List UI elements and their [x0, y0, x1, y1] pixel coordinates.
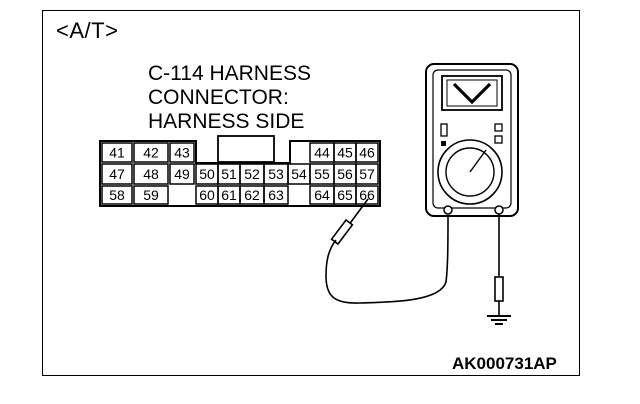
- pin-row-1: 41 42 43 44 45 46: [101, 142, 379, 163]
- pin-label-51: 51: [221, 166, 237, 182]
- multimeter-display: [441, 75, 503, 111]
- pin-label-61: 61: [221, 187, 237, 203]
- pin-label-54: 54: [291, 166, 307, 182]
- pin-label-53: 53: [268, 166, 284, 182]
- connector-title-line-2: CONNECTOR:: [148, 86, 289, 109]
- pin-cell-63: [263, 185, 289, 205]
- pin-label-55: 55: [314, 166, 330, 182]
- pin-label-49: 49: [174, 166, 190, 182]
- pin-label-65: 65: [337, 187, 353, 203]
- voltage-v-icon: [452, 82, 492, 105]
- meter-jack-negative: [443, 205, 453, 215]
- pin-label-41: 41: [109, 145, 125, 161]
- pin-cell-43: [169, 142, 195, 163]
- connector-outline: [99, 140, 381, 207]
- pin-label-60: 60: [199, 187, 215, 203]
- pin-cell-41: [101, 142, 133, 163]
- connector-title-line-3: HARNESS SIDE: [148, 110, 305, 133]
- pin-label-48: 48: [143, 166, 159, 182]
- pin-label-63: 63: [268, 187, 284, 203]
- connector-title-line-1: C-114 HARNESS: [148, 62, 311, 85]
- pin-label-59: 59: [143, 187, 159, 203]
- pin-label-43: 43: [174, 145, 190, 161]
- pin-cell-57: [355, 163, 379, 185]
- pin-label-58: 58: [109, 187, 125, 203]
- pin-cell-48: [133, 163, 169, 185]
- pin-label-52: 52: [244, 166, 260, 182]
- pin-label-64: 64: [314, 187, 330, 203]
- pin-cell-46: [355, 142, 379, 163]
- pin-label-42: 42: [143, 145, 159, 161]
- pin-label-62: 62: [244, 187, 260, 203]
- meter-button-right-bottom: [494, 135, 503, 144]
- pin-label-45: 45: [337, 145, 353, 161]
- meter-dial: [437, 139, 503, 205]
- figure-code: AK000731AP: [452, 354, 557, 373]
- positive-probe: [325, 198, 449, 304]
- pin-label-46: 46: [359, 145, 375, 161]
- pin-cell-49: [169, 163, 195, 185]
- pin-row-2: 47 48 49 50 51 52 53 54 55 56 57: [101, 163, 379, 185]
- meter-jack-positive: [494, 205, 504, 215]
- pin-cell-47: [101, 163, 133, 185]
- mode-label: <A/T>: [56, 18, 119, 43]
- pin-label-47: 47: [109, 166, 125, 182]
- pin-cell-59: [133, 185, 169, 205]
- negative-lead: [494, 214, 504, 316]
- diagram-frame: [42, 10, 580, 376]
- pin-cell-58: [101, 185, 133, 205]
- pin-label-66: 66: [359, 187, 375, 203]
- pin-label-44: 44: [314, 145, 330, 161]
- pin-row-3: 58 59 60 61 62 63 64 65 66: [101, 185, 379, 205]
- meter-button-left: [440, 123, 448, 137]
- ground-icon: [487, 315, 511, 325]
- pin-label-50: 50: [199, 166, 215, 182]
- pin-cell-66: [355, 185, 379, 205]
- pin-label-56: 56: [337, 166, 353, 182]
- connector-lock-tab: [217, 135, 275, 163]
- pin-cell-42: [133, 142, 169, 163]
- multimeter: [425, 63, 519, 217]
- meter-button-right-top: [494, 123, 503, 132]
- pin-label-57: 57: [359, 166, 375, 182]
